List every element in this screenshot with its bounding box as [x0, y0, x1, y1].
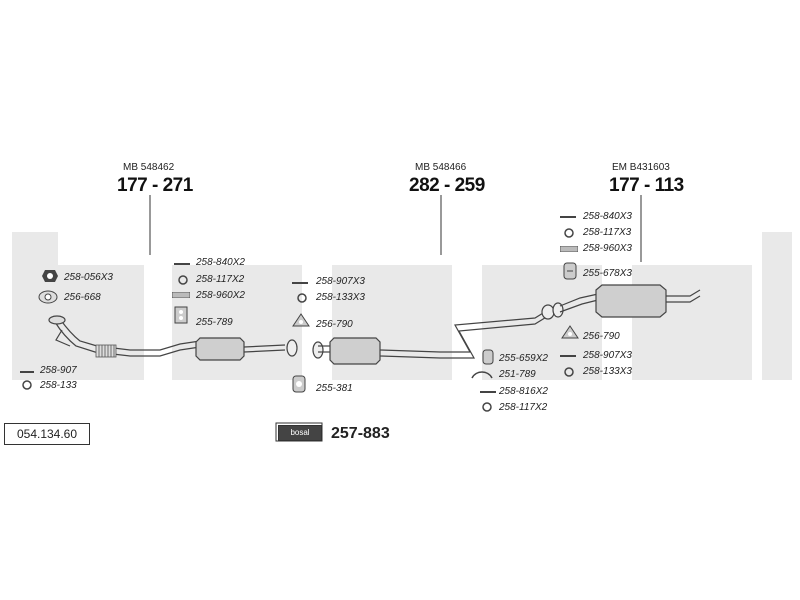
part-label: 258-117X2	[196, 274, 245, 285]
washer-icon	[297, 293, 307, 303]
bolt-icon	[560, 355, 576, 357]
kit-box	[275, 422, 323, 442]
bolt-icon	[560, 216, 576, 218]
catalog-number-box: 054.134.60	[4, 423, 90, 445]
part-label: 258-840X2	[196, 257, 245, 268]
mb-ref-rear: EM B431603	[612, 162, 670, 173]
kit-number: 257-883	[331, 425, 390, 442]
part-label: 258-907X3	[316, 276, 365, 287]
bolt-icon	[480, 391, 496, 393]
part-label: 258-133X3	[316, 292, 365, 303]
spring-icon	[560, 246, 578, 252]
rubber-hanger-icon	[482, 349, 494, 365]
rubber-hanger-icon	[292, 375, 306, 393]
part-number-rear: 177 - 113	[609, 175, 684, 196]
part-number-middle: 282 - 259	[409, 175, 485, 196]
bolt-icon	[174, 263, 190, 265]
nut-icon	[42, 270, 58, 282]
front-pipe	[48, 315, 201, 357]
part-label: 258-907X3	[583, 350, 632, 361]
part-label: 256-790	[583, 331, 620, 342]
part-label: 258-056X3	[64, 272, 113, 283]
part-label: 258-840X3	[583, 211, 632, 222]
part-label: 255-381	[316, 383, 353, 394]
part-label: 255-789	[196, 317, 233, 328]
rubber-hanger-icon	[563, 262, 577, 280]
part-label: 256-790	[316, 319, 353, 330]
part-label: 258-133X3	[583, 366, 632, 377]
mb-ref-middle: MB 548466	[415, 162, 467, 173]
part-number-front: 177 - 271	[117, 175, 193, 196]
part-label: 258-117X3	[583, 227, 632, 238]
part-label: 255-678X3	[583, 268, 632, 279]
rubber-hanger-icon	[174, 306, 188, 324]
bolt-icon	[292, 282, 308, 284]
part-label: 255-659X2	[499, 353, 548, 364]
gasket-icon	[38, 290, 58, 304]
spring-icon	[172, 292, 190, 298]
washer-icon	[482, 402, 492, 412]
gasket-icon	[292, 313, 310, 327]
part-label: 251-789	[499, 369, 536, 380]
mb-ref-front: MB 548462	[123, 162, 175, 173]
rear-muffler	[552, 284, 701, 318]
part-label: 258-816X2	[499, 386, 548, 397]
center-muffler	[312, 304, 555, 365]
part-label: 258-133	[40, 380, 77, 391]
washer-icon	[564, 367, 574, 377]
washer-icon	[22, 380, 32, 390]
bolt-icon	[20, 371, 34, 373]
flex-section	[95, 344, 117, 358]
part-label: 258-960X2	[196, 290, 245, 301]
washer-icon	[564, 228, 574, 238]
clamp-icon	[471, 371, 493, 379]
kit-logo: bosal	[278, 425, 322, 441]
part-label: 256-668	[64, 292, 101, 303]
gasket-icon	[561, 325, 579, 339]
part-label: 258-907	[40, 365, 77, 376]
part-label: 258-117X2	[499, 402, 548, 413]
part-label: 258-960X3	[583, 243, 632, 254]
washer-icon	[178, 275, 188, 285]
front-muffler	[195, 337, 298, 361]
